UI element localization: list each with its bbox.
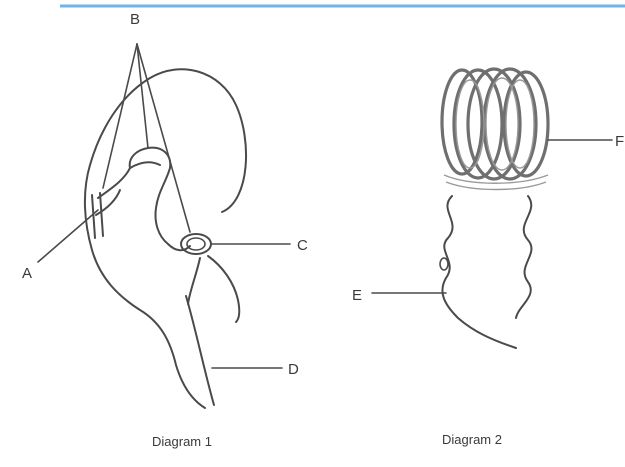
- diagram-1-band: [92, 193, 103, 238]
- diagram-2-caption: Diagram 2: [442, 432, 502, 447]
- label-f: F: [615, 133, 624, 150]
- label-d: D: [288, 361, 299, 378]
- pointer-b-2: [137, 44, 148, 148]
- diagram-1-caption: Diagram 1: [152, 434, 212, 449]
- label-c: C: [297, 237, 308, 254]
- diagram-1-duct-inner: [188, 258, 200, 304]
- diagram-1-inner-flap: [130, 162, 160, 168]
- diagram-2-structure-e: [440, 258, 448, 270]
- diagram-1-structure-c-inner: [187, 238, 205, 250]
- diagram-2: F E Diagram 2: [352, 69, 624, 447]
- diagram-1: B A C D Diagram 1: [22, 11, 308, 449]
- label-b: B: [130, 11, 140, 28]
- diagram-1-duct: [186, 296, 214, 405]
- diagram-1-structure-c: [181, 234, 211, 254]
- diagram-2-stalk-left: [442, 196, 516, 348]
- label-e: E: [352, 287, 362, 304]
- diagram-2-stalk-right: [516, 196, 531, 318]
- diagram-1-branch: [208, 256, 239, 322]
- diagram-2-coil: [442, 69, 548, 190]
- diagram-1-outline: [85, 69, 246, 408]
- label-a: A: [22, 265, 32, 282]
